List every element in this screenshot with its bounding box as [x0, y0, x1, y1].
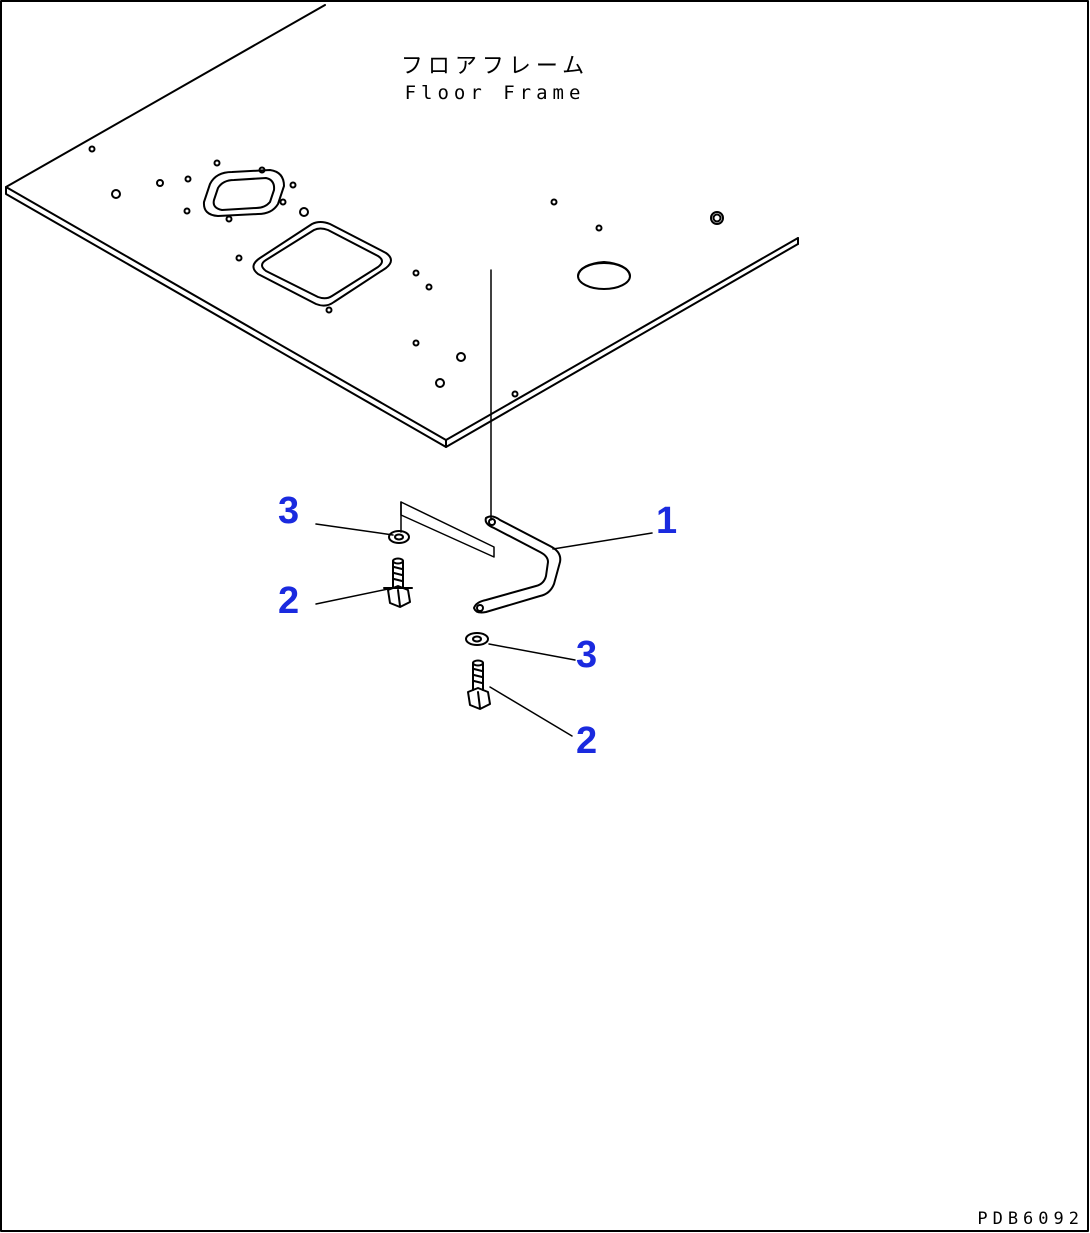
- title-english: Floor Frame: [404, 82, 586, 104]
- washer-upper: [388, 530, 410, 544]
- bracket-panel: [400, 501, 495, 558]
- title-japanese: フロアフレーム: [400, 54, 590, 79]
- ground-strap: [473, 515, 562, 614]
- floor-frame-plate: [5, 4, 799, 448]
- callout-3-upper: 3: [278, 490, 300, 532]
- callout-2-lower: 2: [576, 720, 598, 762]
- callout-2-upper: 2: [278, 580, 300, 622]
- callout-1: 1: [656, 500, 678, 542]
- drawing-code: PDB6092: [977, 1209, 1084, 1229]
- bolt-upper: [383, 557, 413, 608]
- callout-leaders: [315, 523, 653, 737]
- bolt-lower: [467, 659, 491, 710]
- washer-lower: [465, 632, 489, 646]
- callout-3-lower: 3: [576, 634, 598, 676]
